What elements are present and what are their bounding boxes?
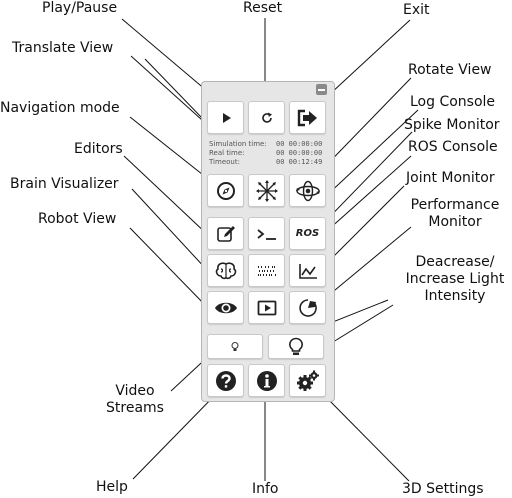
- brain-visualizer-button[interactable]: [207, 254, 244, 287]
- label-light-line3: Intensity: [424, 288, 486, 304]
- reset-button[interactable]: [248, 101, 285, 134]
- label-video-line1: Video: [115, 383, 155, 399]
- label-editors: Editors: [74, 141, 123, 157]
- label-video-streams: Video Streams: [100, 383, 170, 417]
- label-translate-view: Translate View: [12, 40, 114, 56]
- gears-icon: [296, 370, 319, 391]
- simulation-time-value: 00 00:00:00: [276, 140, 323, 148]
- line-help: [132, 390, 220, 480]
- help-button[interactable]: [207, 364, 244, 397]
- navigation-mode-button[interactable]: [207, 174, 244, 207]
- eye-icon: [214, 302, 237, 313]
- spike-monitor-button[interactable]: [248, 254, 285, 287]
- line-3d-settings: [321, 392, 410, 482]
- label-help: Help: [96, 479, 128, 495]
- help-icon: [215, 370, 236, 391]
- info-icon: [256, 370, 277, 391]
- translate-view-button[interactable]: [248, 174, 285, 207]
- simulation-time-label: Simulation time:: [209, 140, 267, 148]
- label-rotate-view: Rotate View: [408, 62, 492, 78]
- label-spike-monitor: Spike Monitor: [404, 117, 500, 133]
- move-arrows-icon: [255, 179, 278, 202]
- video-play-icon: [257, 300, 276, 315]
- info-button[interactable]: [248, 364, 285, 397]
- robot-view-button[interactable]: [207, 291, 244, 324]
- rotate-orbit-icon: [295, 180, 320, 201]
- lightbulb-small-icon: [231, 341, 239, 351]
- video-streams-button[interactable]: [248, 291, 285, 324]
- play-pause-button[interactable]: [207, 101, 244, 134]
- line-performance-monitor: [322, 226, 412, 301]
- label-performance-monitor-line2: Monitor: [428, 214, 482, 230]
- label-light-intensity: Deacrease/ Increase Light Intensity: [398, 254, 512, 305]
- reset-icon: [261, 112, 272, 123]
- performance-monitor-button[interactable]: [289, 291, 326, 324]
- line-robot-view: [129, 227, 209, 309]
- 3d-settings-button[interactable]: [289, 364, 326, 397]
- label-video-line2: Streams: [106, 400, 164, 416]
- label-robot-view: Robot View: [38, 211, 117, 227]
- label-info: Info: [252, 481, 279, 497]
- label-brain-visualizer: Brain Visualizer: [10, 176, 119, 192]
- lightbulb-large-icon: [289, 337, 303, 355]
- exit-icon: [297, 109, 317, 126]
- label-log-console: Log Console: [410, 94, 496, 110]
- real-time-label: Real time:: [209, 149, 245, 157]
- log-console-button[interactable]: [248, 217, 285, 250]
- label-performance-monitor: Performance Monitor: [400, 197, 510, 231]
- label-ros-console: ROS Console: [408, 139, 498, 155]
- decrease-light-button[interactable]: [207, 334, 263, 359]
- label-reset: Reset: [243, 0, 283, 16]
- label-play-pause: Play/Pause: [42, 0, 118, 16]
- real-time-value: 00 00:00:00: [276, 149, 323, 157]
- line-chart-icon: [298, 263, 317, 279]
- label-performance-monitor-line1: Performance: [410, 197, 500, 213]
- spike-raster-icon: [257, 265, 276, 276]
- timeout-value: 00 00:12:49: [276, 158, 323, 166]
- brain-icon: [215, 261, 236, 279]
- ros-icon: ROS: [295, 228, 320, 239]
- minimize-button[interactable]: [316, 84, 327, 95]
- play-icon: [222, 112, 231, 123]
- rotate-view-button[interactable]: [289, 174, 326, 207]
- joint-monitor-button[interactable]: [289, 254, 326, 287]
- line-joint-monitor: [321, 185, 405, 269]
- line-editors: [123, 155, 210, 237]
- label-light-line1: Deacrease/: [415, 254, 495, 270]
- label-3d-settings: 3D Settings: [402, 481, 484, 497]
- terminal-icon: [256, 228, 276, 240]
- gauge-icon: [298, 298, 317, 317]
- label-exit: Exit: [403, 2, 430, 18]
- increase-light-button[interactable]: [268, 334, 324, 359]
- label-navigation-mode: Navigation mode: [0, 100, 120, 116]
- line-brain-visualizer: [131, 188, 208, 271]
- label-light-line2: Increase Light: [405, 271, 505, 287]
- exit-button[interactable]: [289, 101, 326, 134]
- editors-button[interactable]: [207, 217, 244, 250]
- edit-icon: [216, 225, 235, 242]
- label-joint-monitor: Joint Monitor: [406, 170, 495, 186]
- ros-console-button[interactable]: ROS: [289, 217, 326, 250]
- compass-icon: [216, 181, 235, 200]
- timeout-label: Timeout:: [209, 158, 240, 166]
